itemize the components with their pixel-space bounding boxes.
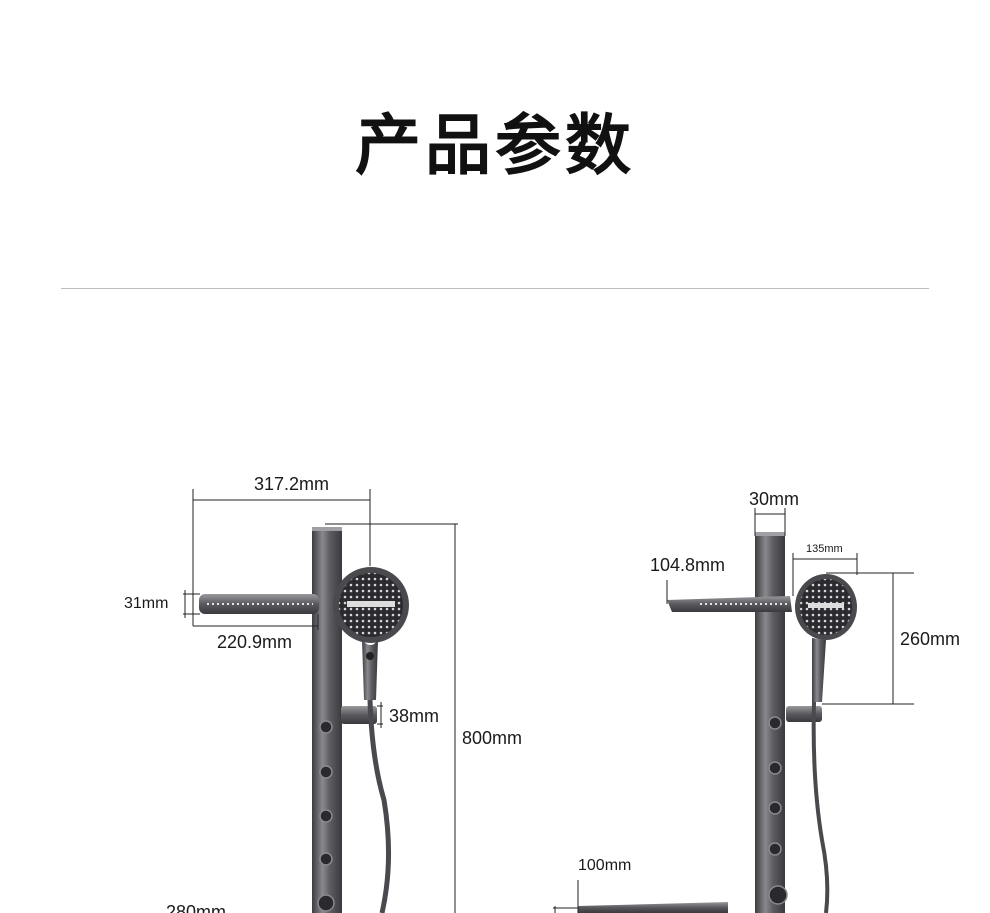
page-title: 产品参数 <box>355 107 635 184</box>
dim-height: 800mm <box>462 728 523 748</box>
section-divider <box>61 288 929 289</box>
dim-head-depth: 135mm <box>806 543 843 555</box>
dim-column-width: 30mm <box>749 489 800 509</box>
dim-bar-height: 31mm <box>124 595 169 612</box>
right-body-jets <box>768 716 788 905</box>
left-shower-hose <box>367 699 392 913</box>
right-shower-hose <box>811 701 830 913</box>
dim-shelf: 100mm <box>578 857 632 874</box>
dim-width-top: 317.2mm <box>254 474 330 494</box>
right-shower-handle <box>812 638 826 702</box>
right-top-shower-bar <box>667 596 792 612</box>
dim-bar-depth: 104.8mm <box>650 555 726 575</box>
left-view <box>183 489 458 913</box>
dim-head-height: 260mm <box>900 629 961 649</box>
dim-bar-length: 220.9mm <box>217 632 293 652</box>
dim-holder: 38mm <box>389 706 440 726</box>
right-view <box>553 508 914 913</box>
dim-bottom: 280mm <box>166 902 227 913</box>
left-body-jets <box>317 720 335 912</box>
left-shower-handle <box>362 640 378 700</box>
right-shower-holder <box>786 706 822 722</box>
right-shelf <box>578 902 728 913</box>
